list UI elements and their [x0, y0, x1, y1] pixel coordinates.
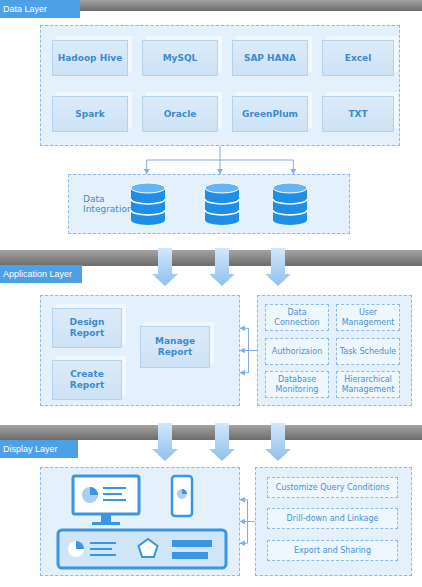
connector-line: [247, 500, 248, 544]
source-box: MySQL: [142, 40, 218, 76]
node-label: Excel: [345, 53, 371, 63]
connector-line: [293, 160, 294, 174]
node-label: Manage Report: [151, 336, 199, 359]
report-box: Create Report: [52, 360, 122, 400]
source-box: GreenPlum: [232, 96, 308, 132]
flow-arrow: [265, 423, 291, 461]
function-box: Task Schedule: [336, 338, 400, 365]
connector-line: [147, 160, 294, 161]
function-box: Database Monitoring: [265, 371, 329, 398]
connector-line: [240, 372, 249, 373]
node-label: Export and Sharing: [294, 546, 371, 555]
flow-arrow: [209, 248, 235, 286]
node-label: Hadoop Hive: [58, 53, 123, 63]
connector-line: [220, 146, 221, 160]
connector-line: [240, 499, 248, 500]
node-label: GreenPlum: [242, 109, 298, 119]
node-label: Database Monitoring: [268, 375, 326, 394]
node-label: Data Integration: [83, 194, 143, 214]
layer-tab: Display Layer: [0, 440, 78, 458]
node-label: SAP HANA: [244, 53, 296, 63]
connector-line: [240, 521, 248, 522]
source-box: Excel: [322, 40, 394, 76]
function-box: Data Connection: [265, 304, 329, 331]
layer-tab: Data Layer: [0, 0, 80, 18]
source-box: SAP HANA: [232, 40, 308, 76]
group-container: Design ReportManage ReportCreate Report: [40, 295, 240, 406]
connector-line: [220, 160, 221, 174]
integration-box: Data Integration: [68, 174, 350, 234]
source-box: Spark: [52, 96, 128, 132]
fork-connector: [240, 328, 257, 372]
source-box: Hadoop Hive: [52, 40, 128, 76]
function-box: Authorizaion: [265, 338, 329, 365]
flow-arrow: [209, 423, 235, 461]
node-label: Data Layer: [3, 4, 47, 14]
node-label: Display Layer: [3, 444, 58, 454]
node-label: Data Connection: [268, 308, 326, 327]
flow-arrow: [152, 248, 178, 286]
node-label: Application Layer: [3, 269, 72, 279]
connector-line: [146, 160, 147, 174]
layer-tab: Application Layer: [0, 265, 82, 283]
feature-box: Customize Query Conditions: [267, 477, 398, 498]
node-label: Hierarchical Management: [339, 375, 397, 394]
flow-arrow: [265, 248, 291, 286]
node-label: Task Schedule: [340, 347, 397, 357]
node-label: Authorizaion: [272, 347, 322, 357]
feature-box: Export and Sharing: [267, 540, 398, 561]
source-box: Oracle: [142, 96, 218, 132]
layer-band: [0, 425, 422, 440]
group-container: Data Connection User ManagementAuthorizai…: [257, 295, 412, 406]
feature-box: Drill-down and Linkage: [267, 508, 398, 529]
report-box: Design Report: [52, 308, 122, 348]
function-box: User Management: [336, 304, 400, 331]
connector-line: [240, 350, 249, 351]
report-box: Manage Report: [140, 326, 210, 368]
node-label: Create Report: [63, 369, 111, 392]
node-label: MySQL: [163, 53, 198, 63]
fork-connector: [147, 146, 294, 174]
connector-line: [240, 543, 248, 544]
node-label: Design Report: [63, 317, 111, 340]
flow-arrow: [152, 423, 178, 461]
group-container: Customize Query ConditionsDrill-down and…: [255, 467, 412, 576]
node-label: User Management: [339, 308, 397, 327]
node-label: Oracle: [164, 109, 197, 119]
connector-line: [248, 521, 256, 522]
layer-band: [0, 250, 422, 266]
node-label: Spark: [75, 109, 104, 119]
group-container: Hadoop Hive MySQL SAP HANA ExcelSpark Oracle…: [40, 25, 400, 146]
connector-line: [249, 350, 258, 351]
connector-line: [240, 328, 249, 329]
connector-line: [248, 328, 249, 372]
group-container: [40, 467, 240, 576]
function-box: Hierarchical Management: [336, 371, 400, 398]
node-label: Customize Query Conditions: [276, 483, 390, 492]
node-label: Drill-down and Linkage: [287, 514, 379, 523]
source-box: TXT: [322, 96, 394, 132]
node-label: TXT: [348, 109, 367, 119]
fork-connector: [240, 500, 255, 544]
